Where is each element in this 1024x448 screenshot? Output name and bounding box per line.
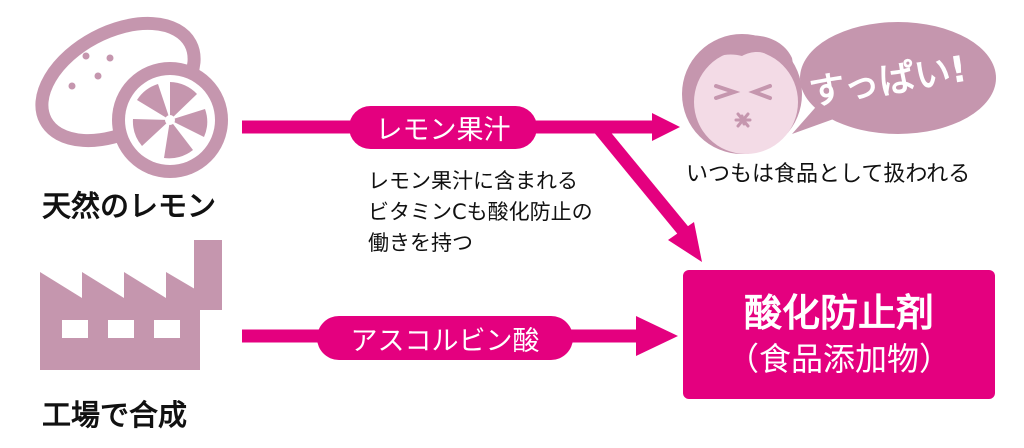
antioxidant-title: 酸化防止剤 <box>743 290 934 335</box>
lemon-note-line: 働きを持つ <box>368 231 473 255</box>
speech-bubble-shape <box>792 22 996 134</box>
lemon-icon <box>35 16 228 178</box>
lemon-note: レモン果汁に含まれる ビタミンCも酸化防止の 働きを持つ <box>368 166 593 259</box>
food-caption: いつもは食品として扱われる <box>686 162 971 187</box>
sour-face-icon <box>682 34 802 154</box>
lemon-juice-pill: レモン果汁 <box>349 106 537 149</box>
natural-lemon-label: 天然のレモン <box>42 189 217 223</box>
antioxidant-box: 酸化防止剤 （食品添加物） <box>683 270 995 399</box>
factory-synthesis-label: 工場で合成 <box>42 398 188 432</box>
factory-icon <box>40 240 222 370</box>
arrow-lemon-to-antioxidant <box>592 122 702 262</box>
food-additive-subtitle: （食品添加物） <box>726 339 951 378</box>
lemon-note-line: レモン果汁に含まれる <box>368 169 578 193</box>
lemon-note-line: ビタミンCも酸化防止の <box>368 200 593 224</box>
ascorbic-acid-pill: アスコルビン酸 <box>317 316 573 360</box>
